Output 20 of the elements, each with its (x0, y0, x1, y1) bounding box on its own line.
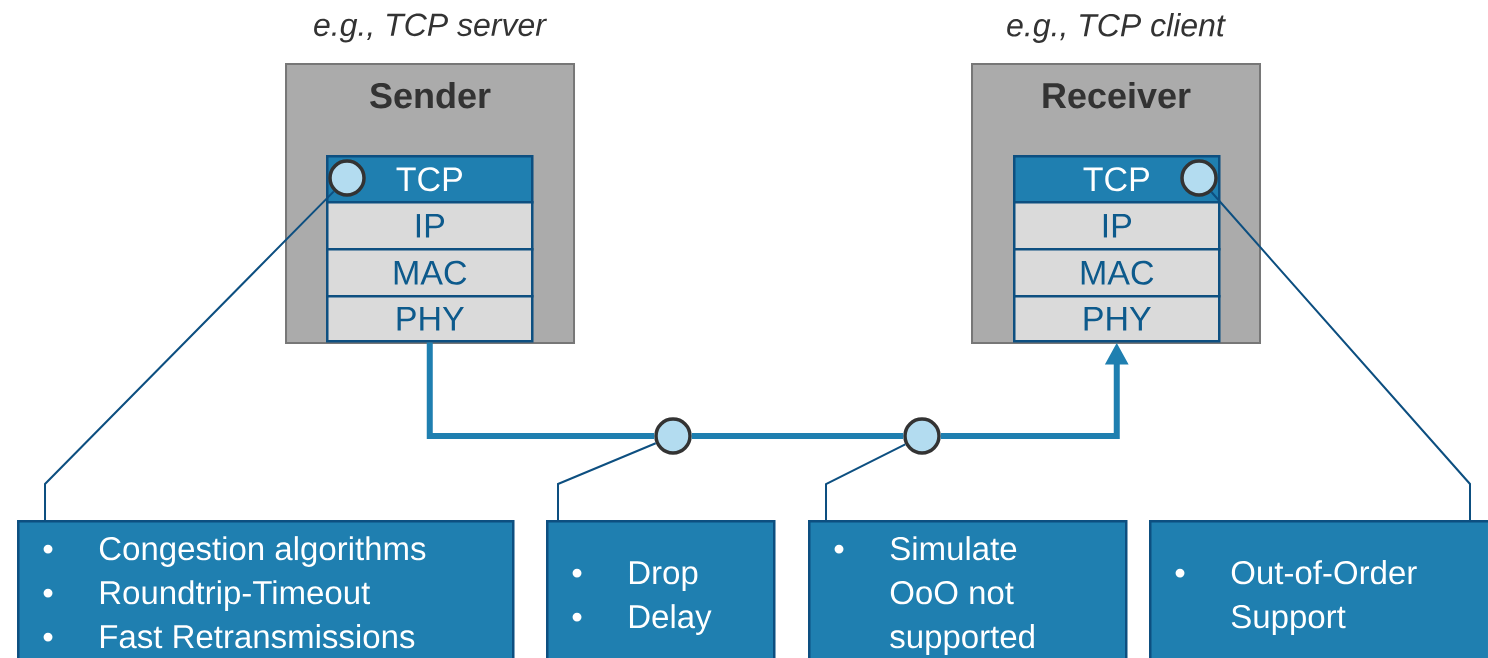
leader-line (1210, 191, 1471, 521)
text-box: • Simulate OoO not supported (808, 520, 1128, 658)
layer-box: IP (1013, 201, 1221, 251)
layer-box: PHY (326, 295, 534, 343)
caption-text: e.g., TCP server (314, 13, 547, 43)
leader-line (825, 443, 907, 521)
text-box: • Drop • Delay (546, 520, 776, 658)
layer-box: PHY (1013, 295, 1221, 343)
probe-circle (654, 417, 692, 455)
link-line (426, 342, 655, 439)
text-box: • Congestion algorithms • Roundtrip-Timeout • Fast Retransmissions (17, 520, 515, 658)
probe-circle (903, 417, 941, 455)
caption-text: e.g., TCP client (1007, 13, 1226, 43)
leader-line (44, 190, 335, 521)
layer-box: MAC (326, 248, 534, 298)
leader-line (557, 442, 657, 521)
link-line (691, 433, 904, 439)
layer-box: IP (326, 201, 534, 251)
text-box: • Out-of-Order Support (1149, 520, 1488, 658)
layer-box: MAC (1013, 248, 1221, 298)
